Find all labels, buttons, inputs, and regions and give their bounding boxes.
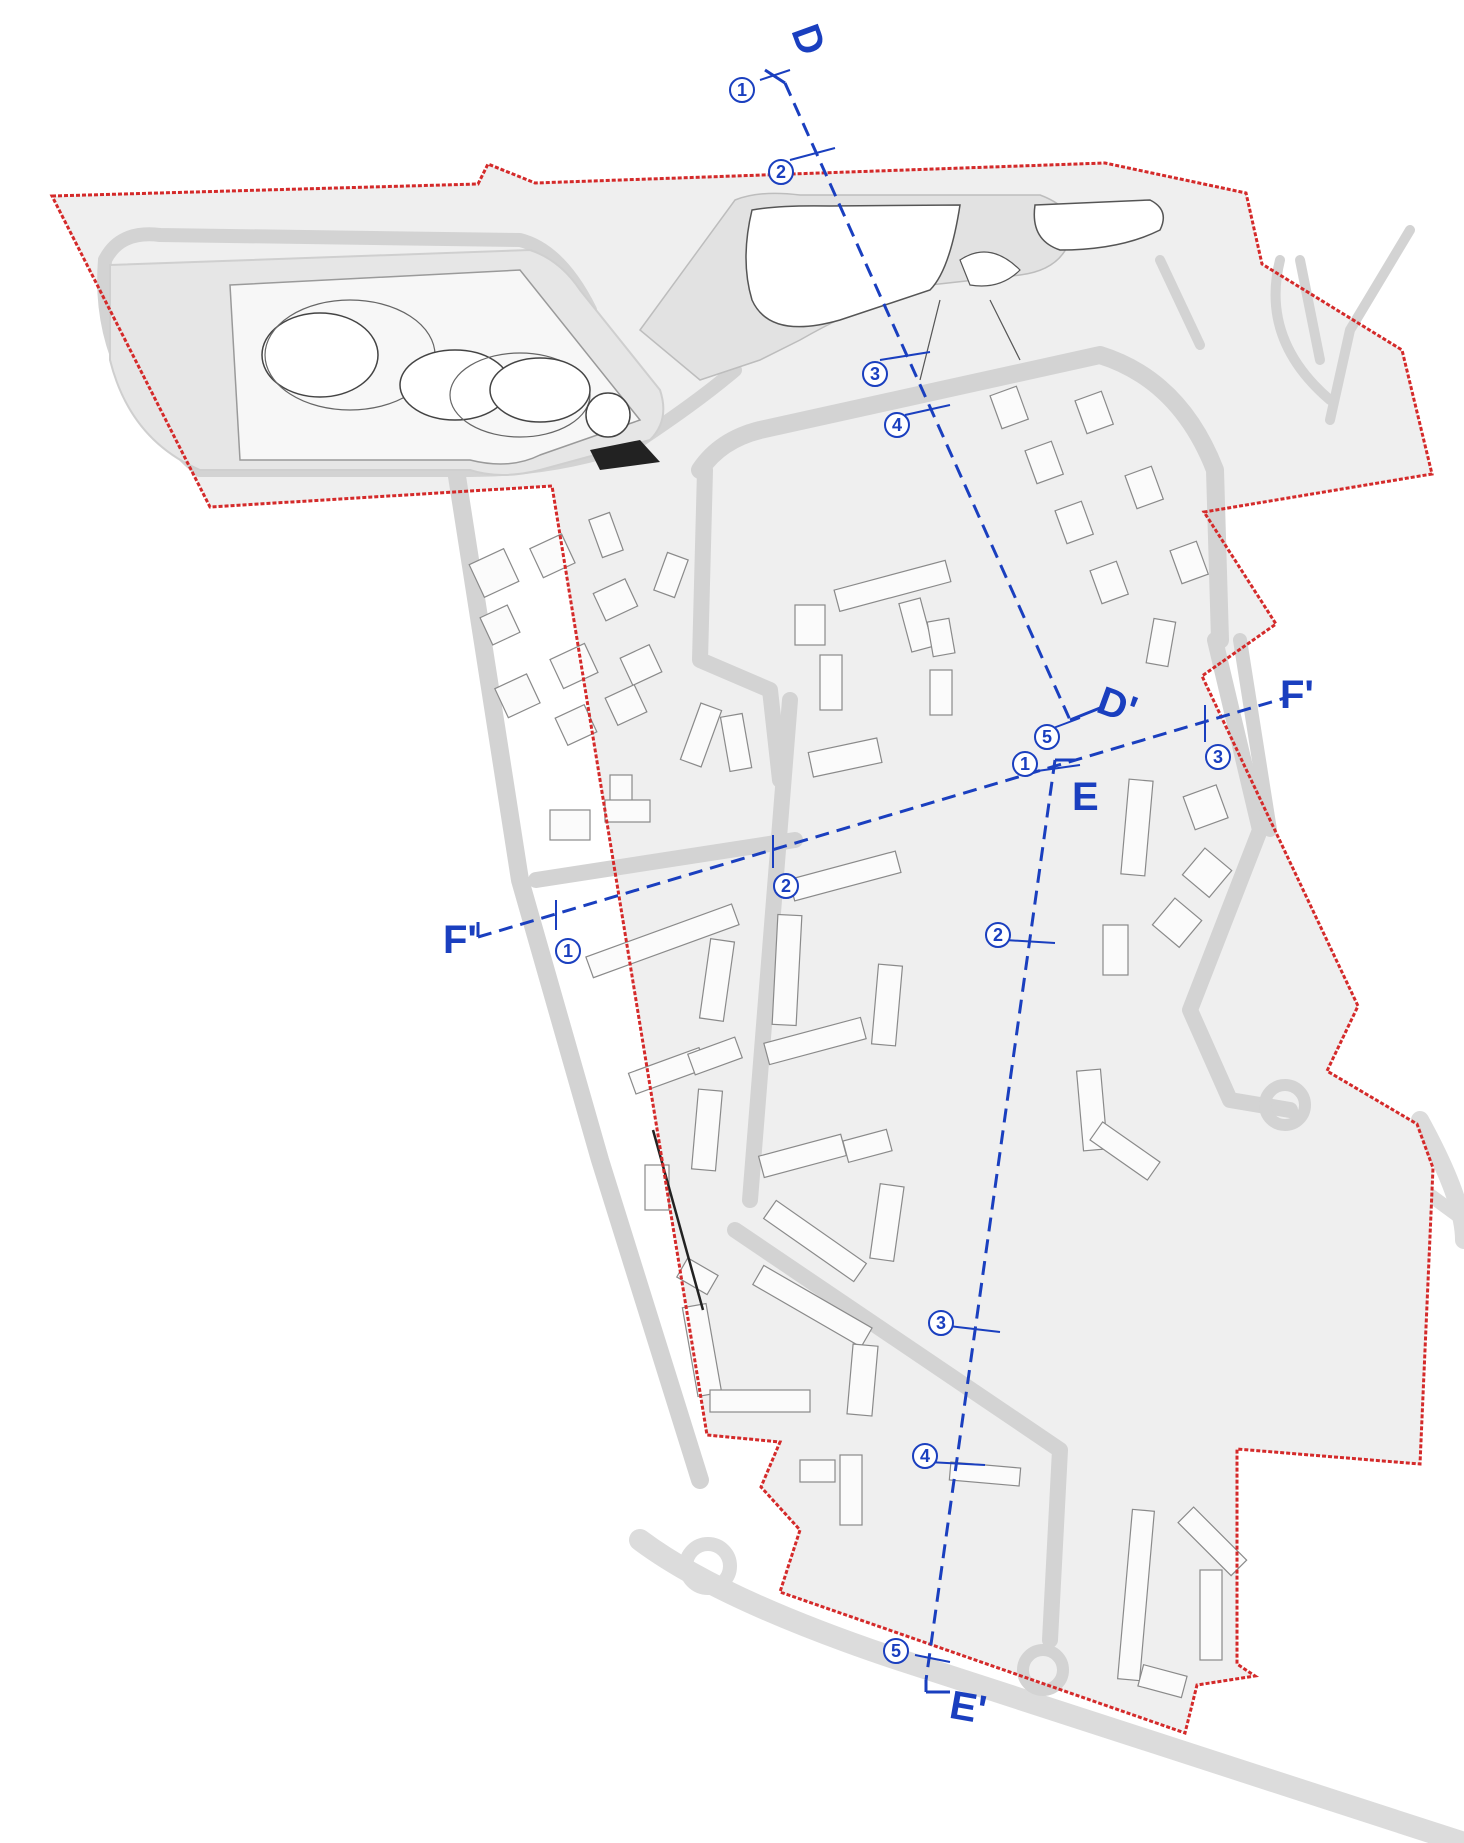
building bbox=[1120, 778, 1154, 877]
building bbox=[479, 604, 521, 646]
svg-text:3: 3 bbox=[870, 364, 880, 384]
svg-text:5: 5 bbox=[891, 1641, 901, 1661]
station-d-1: 1 bbox=[729, 77, 755, 103]
station-e-2: 2 bbox=[985, 922, 1011, 948]
building bbox=[794, 604, 826, 646]
building bbox=[494, 673, 541, 719]
building bbox=[698, 938, 736, 1022]
building bbox=[771, 913, 803, 1027]
building bbox=[1024, 440, 1065, 485]
building bbox=[554, 703, 598, 747]
building bbox=[719, 712, 753, 773]
station-e-1: 1 bbox=[1012, 751, 1038, 777]
building bbox=[833, 559, 952, 613]
svg-text:2: 2 bbox=[776, 162, 786, 182]
building bbox=[1137, 1663, 1188, 1699]
section-f-end-label: F' bbox=[1280, 673, 1314, 717]
building bbox=[751, 1264, 873, 1348]
svg-text:2: 2 bbox=[993, 925, 1003, 945]
site-boundary bbox=[49, 161, 1435, 1735]
building bbox=[585, 903, 740, 979]
svg-text:4: 4 bbox=[892, 415, 902, 435]
section-d-start-label: D bbox=[782, 19, 833, 61]
building bbox=[549, 642, 599, 690]
building bbox=[1089, 1121, 1161, 1181]
building bbox=[604, 799, 651, 823]
station-d-5: 5 bbox=[1034, 724, 1060, 750]
building bbox=[468, 547, 520, 599]
building bbox=[1089, 560, 1130, 605]
building bbox=[686, 1036, 744, 1076]
building bbox=[1124, 465, 1165, 510]
section-line-d bbox=[764, 68, 1101, 722]
building bbox=[1074, 390, 1115, 435]
building bbox=[1182, 784, 1229, 831]
svg-text:1: 1 bbox=[563, 941, 573, 961]
building bbox=[926, 617, 956, 658]
station-f-1: 1 bbox=[555, 938, 581, 964]
building bbox=[675, 1257, 719, 1296]
building bbox=[679, 702, 723, 768]
building bbox=[807, 737, 883, 778]
svg-text:5: 5 bbox=[1042, 727, 1052, 747]
section-e-end-label: E' bbox=[946, 1683, 989, 1733]
building bbox=[948, 1461, 1022, 1487]
building bbox=[839, 1454, 863, 1526]
station-e-5: 5 bbox=[883, 1638, 909, 1664]
building bbox=[1177, 1506, 1248, 1577]
station-e-3: 3 bbox=[928, 1310, 954, 1336]
station-d-4: 4 bbox=[884, 412, 910, 438]
svg-text:1: 1 bbox=[1020, 754, 1030, 774]
building bbox=[929, 669, 953, 716]
svg-text:1: 1 bbox=[737, 80, 747, 100]
station-f-3: 3 bbox=[1205, 744, 1231, 770]
svg-text:4: 4 bbox=[920, 1446, 930, 1466]
building bbox=[989, 385, 1030, 430]
section-e-start-label: E bbox=[1072, 775, 1099, 819]
building bbox=[762, 1199, 868, 1283]
building bbox=[763, 1016, 867, 1066]
building bbox=[709, 1389, 811, 1413]
building bbox=[1151, 897, 1203, 949]
svg-text:2: 2 bbox=[781, 876, 791, 896]
building bbox=[588, 511, 624, 559]
building bbox=[842, 1128, 893, 1164]
building bbox=[1054, 500, 1095, 545]
building bbox=[1116, 1508, 1156, 1682]
svg-text:3: 3 bbox=[1213, 747, 1223, 767]
station-d-3: 3 bbox=[862, 361, 888, 387]
station-e-4: 4 bbox=[912, 1443, 938, 1469]
building bbox=[653, 551, 689, 599]
northwest-complex bbox=[109, 192, 1165, 476]
building bbox=[549, 809, 591, 841]
site-area bbox=[52, 163, 1433, 1733]
building bbox=[846, 1343, 879, 1417]
building bbox=[869, 1183, 905, 1262]
svg-text:3: 3 bbox=[936, 1313, 946, 1333]
building bbox=[1102, 924, 1129, 976]
building bbox=[604, 683, 648, 727]
section-line-f bbox=[476, 685, 1287, 939]
building bbox=[819, 654, 843, 711]
station-f-2: 2 bbox=[773, 873, 799, 899]
building bbox=[1181, 847, 1233, 899]
building bbox=[1199, 1569, 1223, 1661]
building bbox=[592, 578, 639, 622]
building bbox=[619, 643, 663, 687]
building bbox=[799, 1459, 836, 1483]
building bbox=[644, 1164, 670, 1211]
building bbox=[1169, 540, 1210, 585]
building bbox=[1145, 617, 1177, 668]
station-d-2: 2 bbox=[768, 159, 794, 185]
section-f-start-label: F' bbox=[443, 918, 477, 962]
station-circles: 1 2 3 4 5 1 2 3 4 5 1 2 3 bbox=[555, 77, 1231, 1664]
building bbox=[690, 1088, 724, 1172]
building bbox=[870, 963, 904, 1047]
buildings bbox=[468, 385, 1248, 1699]
